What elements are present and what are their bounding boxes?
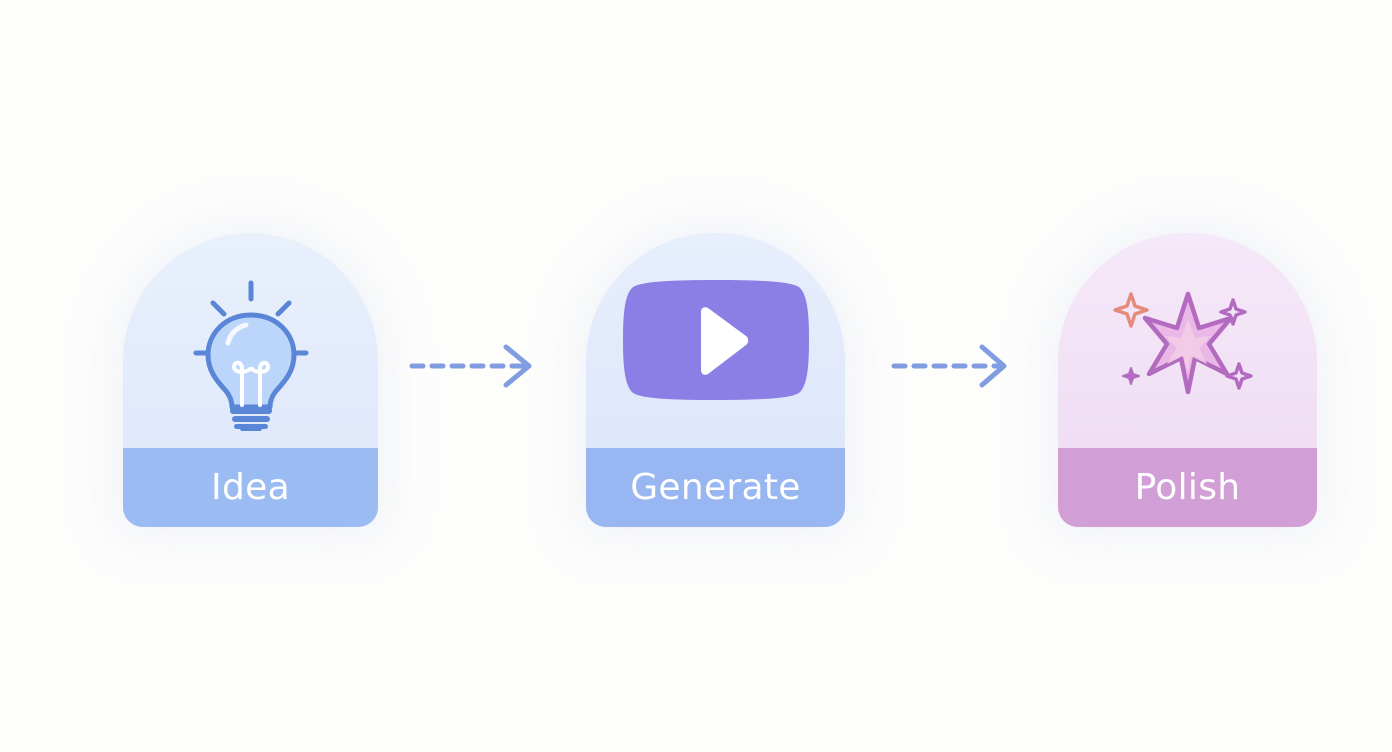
idea-icon-area (123, 233, 378, 448)
play-video-icon (622, 279, 809, 400)
polish-icon-area (1058, 233, 1317, 448)
step-card-generate: Generate (586, 233, 845, 527)
step-label-idea: Idea (123, 448, 378, 527)
dashed-arrow-icon (891, 344, 1007, 388)
sparkle-icon (1112, 291, 1253, 394)
step-label-polish: Polish (1058, 448, 1317, 527)
step-card-idea: Idea (123, 233, 378, 527)
step-card-polish: Polish (1058, 233, 1317, 527)
generate-icon-area (586, 233, 845, 448)
step-label-generate: Generate (586, 448, 845, 527)
lightbulb-icon (193, 280, 308, 431)
dashed-arrow-icon (409, 344, 532, 388)
